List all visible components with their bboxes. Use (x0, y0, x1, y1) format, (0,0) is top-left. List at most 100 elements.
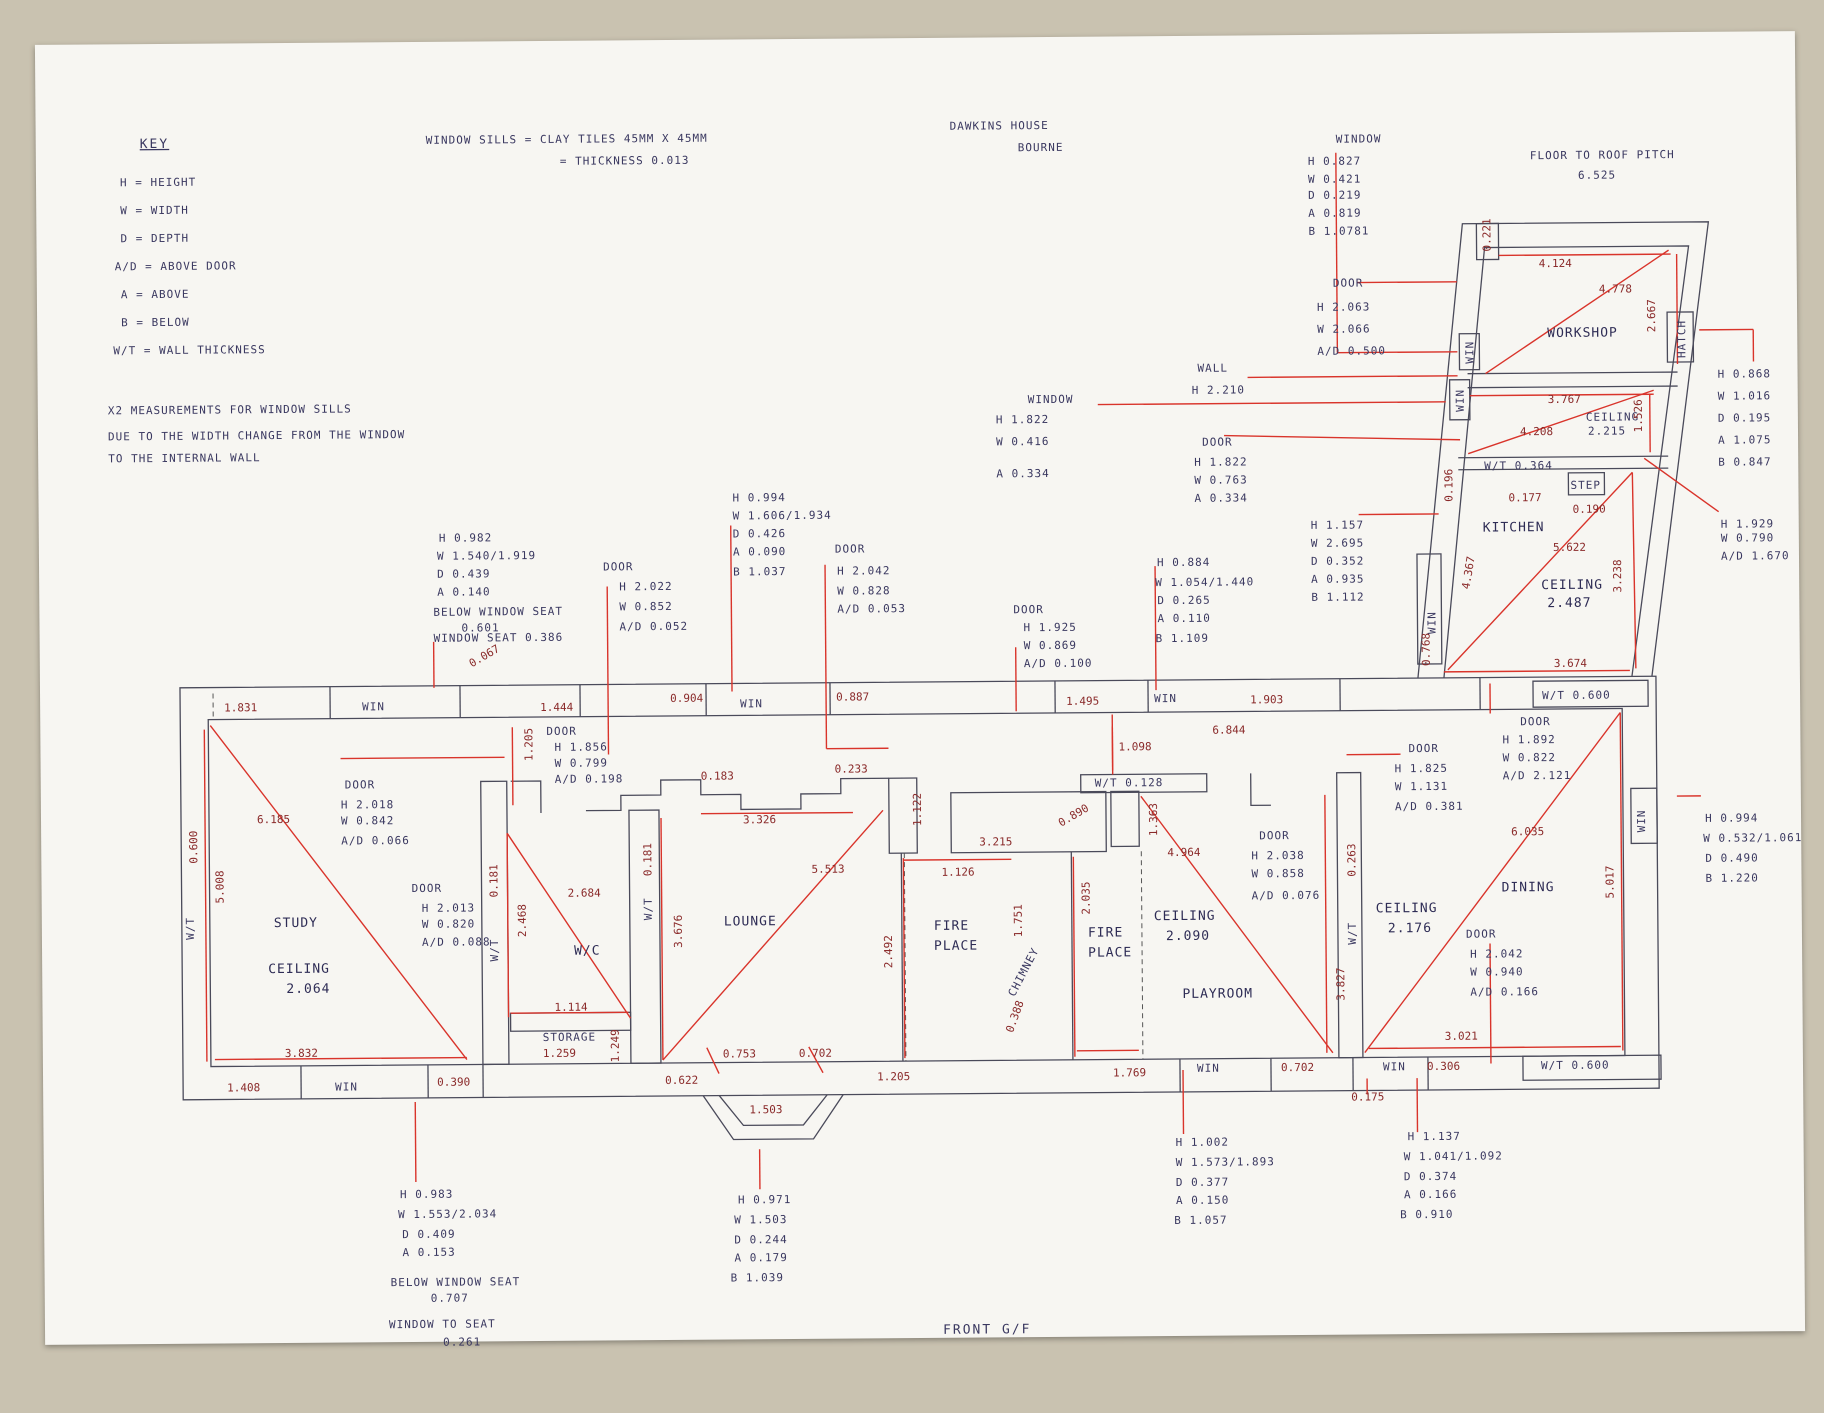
wall-thickness-label: W/T (642, 897, 655, 920)
svg-text:W 1.573/1.893: W 1.573/1.893 (1176, 1155, 1275, 1169)
dim: 3.767 (1548, 393, 1581, 406)
svg-text:A 0.166: A 0.166 (1404, 1188, 1457, 1201)
svg-text:W 0.799: W 0.799 (555, 756, 608, 769)
dim: 1.249 (609, 1029, 622, 1062)
window-label: WIN (1154, 692, 1177, 705)
dim: 0.622 (665, 1074, 698, 1087)
svg-text:W 0.763: W 0.763 (1194, 473, 1247, 486)
window-label: WIN (740, 697, 763, 710)
dim: 1.408 (227, 1081, 260, 1094)
dim: W/T 0.128 (1095, 776, 1164, 790)
annotation-workshop-window: WINDOW H 0.827 W 0.421 D 0.219 A 0.819 B… (1308, 132, 1383, 238)
svg-text:BELOW WINDOW SEAT: BELOW WINDOW SEAT (391, 1275, 521, 1289)
svg-text:H 1.002: H 1.002 (1176, 1136, 1229, 1149)
svg-text:A/D 0.088: A/D 0.088 (422, 935, 491, 949)
svg-text:A/D 0.053: A/D 0.053 (837, 602, 906, 616)
dim: 1.122 (911, 793, 924, 826)
annotation-door-playroom: DOOR H 2.038 W 0.858 A/D 0.076 (1251, 829, 1320, 903)
svg-text:H 2.042: H 2.042 (1470, 947, 1523, 960)
svg-text:H 2.210: H 2.210 (1192, 383, 1245, 396)
svg-text:W 2.066: W 2.066 (1317, 322, 1370, 335)
svg-text:W 0.416: W 0.416 (996, 435, 1049, 448)
room-workshop: WORKSHOP (1547, 326, 1618, 342)
playroom-ceiling-value: 2.090 (1166, 929, 1210, 944)
dim: 1.495 (1066, 695, 1099, 708)
dim: 0.388 (1003, 999, 1026, 1035)
room-storage: STORAGE (543, 1031, 596, 1044)
walls (180, 676, 1662, 1144)
floor-plan: KEY H = HEIGHT W = WIDTH D = DEPTH A/D =… (35, 31, 1824, 1413)
svg-text:H 1.925: H 1.925 (1023, 621, 1076, 634)
dim: 3.021 (1445, 1030, 1478, 1043)
dim: 0.390 (437, 1076, 470, 1089)
svg-text:A/D 0.076: A/D 0.076 (1252, 889, 1321, 903)
hatch-label: HATCH (1675, 320, 1688, 358)
svg-text:A 0.819: A 0.819 (1308, 207, 1361, 220)
annotation-bay-window: H 0.971 W 1.503 D 0.244 A 0.179 B 1.039 (730, 1193, 792, 1284)
dim: 1.363 (1147, 803, 1160, 836)
dining-ceiling-label: CEILING (1376, 901, 1438, 916)
svg-text:DOOR: DOOR (1013, 603, 1044, 616)
key-item: W = WIDTH (120, 204, 189, 218)
dim: 2.035 (1080, 882, 1093, 915)
dim: 6.185 (257, 813, 290, 826)
svg-text:W 1.054/1.440: W 1.054/1.440 (1155, 575, 1254, 589)
svg-text:B 1.0781: B 1.0781 (1308, 224, 1369, 237)
key-item: A = ABOVE (121, 288, 190, 302)
paper-sheet: KEY H = HEIGHT W = WIDTH D = DEPTH A/D =… (35, 31, 1805, 1345)
dim: 2.468 (516, 904, 529, 937)
svg-text:A 0.090: A 0.090 (733, 545, 786, 558)
svg-text:DOOR: DOOR (1259, 829, 1290, 842)
annotation-door-hall: DOOR H 1.825 W 1.131 A/D 0.381 (1394, 742, 1463, 814)
svg-text:W 0.790: W 0.790 (1721, 531, 1774, 544)
svg-text:H 1.825: H 1.825 (1395, 762, 1448, 775)
svg-text:WALL: WALL (1197, 362, 1228, 375)
svg-text:WINDOW: WINDOW (1028, 393, 1074, 406)
svg-text:A 0.110: A 0.110 (1157, 612, 1210, 625)
annotation-kitchen-window: H 1.157 W 2.695 D 0.352 A 0.935 B 1.112 (1311, 519, 1365, 604)
svg-text:DOOR: DOOR (412, 882, 443, 895)
svg-text:W 1.503: W 1.503 (734, 1213, 787, 1226)
room-playroom: PLAYROOM (1182, 986, 1253, 1002)
window-label: WIN (362, 700, 385, 713)
svg-text:B 1.057: B 1.057 (1174, 1214, 1227, 1227)
dim: 2.492 (882, 935, 895, 968)
dim: 5.017 (1603, 865, 1616, 898)
svg-text:DOOR: DOOR (345, 778, 376, 791)
svg-text:DOOR: DOOR (546, 725, 577, 738)
house-subtitle: BOURNE (1018, 141, 1064, 154)
dim: 0.702 (1281, 1061, 1314, 1074)
svg-text:W 1.553/2.034: W 1.553/2.034 (398, 1207, 497, 1221)
svg-text:H 1.157: H 1.157 (1311, 519, 1364, 532)
annotation-door-front-1: DOOR H 2.022 W 0.852 A/D 0.052 (603, 560, 688, 634)
dim: 3.238 (1611, 559, 1624, 592)
dim: 3.676 (672, 915, 685, 948)
svg-text:H 0.971: H 0.971 (738, 1193, 791, 1206)
svg-text:D 0.352: D 0.352 (1311, 555, 1364, 568)
annotation-window-study-rear: H 0.983 W 1.553/2.034 D 0.409 A 0.153 BE… (388, 1187, 521, 1349)
svg-text:A/D 0.100: A/D 0.100 (1024, 657, 1093, 671)
sills-note: WINDOW SILLS = CLAY TILES 45MM X 45MM (426, 132, 708, 147)
kitchen-ceiling-label: CEILING (1541, 578, 1603, 593)
svg-text:W 0.858: W 0.858 (1251, 867, 1304, 880)
dim: 0.190 (1573, 503, 1606, 516)
dim: 0.600 (187, 831, 200, 864)
svg-text:H 2.042: H 2.042 (837, 564, 890, 577)
svg-text:D 0.490: D 0.490 (1705, 851, 1758, 864)
dim: 1.259 (543, 1047, 576, 1060)
annotation-door-wc: DOOR H 1.856 W 0.799 A/D 0.198 (546, 724, 623, 786)
outer-wall (180, 676, 1659, 1100)
svg-text:A 0.150: A 0.150 (1176, 1194, 1229, 1207)
svg-text:DOOR: DOOR (1520, 715, 1551, 728)
fireplace-right-label: FIRE (1088, 925, 1123, 940)
window-label: WIN (1463, 341, 1476, 364)
note-line: DUE TO THE WIDTH CHANGE FROM THE WINDOW (108, 428, 405, 443)
svg-text:W 1.131: W 1.131 (1395, 780, 1448, 793)
svg-text:A/D 0.381: A/D 0.381 (1395, 800, 1464, 814)
svg-text:D 0.439: D 0.439 (437, 567, 490, 580)
window-label: WIN (335, 1080, 358, 1093)
dim: 6.035 (1511, 825, 1544, 838)
dim: 0.887 (836, 690, 869, 703)
svg-text:B 0.847: B 0.847 (1718, 455, 1771, 468)
kitchen-ceiling-value: 2.487 (1547, 596, 1591, 611)
